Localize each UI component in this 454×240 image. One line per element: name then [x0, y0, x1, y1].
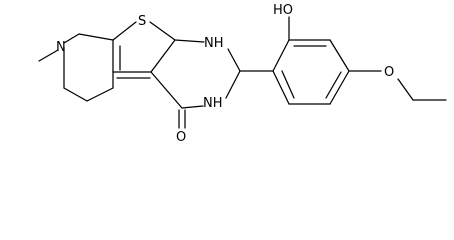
ether-oxygen-label: O — [384, 65, 394, 80]
carbonyl-oxygen-label: O — [176, 130, 186, 145]
bond-ph4-ph5 — [329, 70, 350, 105]
bond-ph-double-c — [281, 70, 295, 99]
bond-c4-c4a — [150, 71, 183, 109]
hydroxyl-label: HO — [273, 3, 293, 18]
nh-bottom-label: NH — [203, 96, 223, 111]
bond-ph3-ph4 — [329, 39, 350, 72]
bond-nh-bottom-c4 — [181, 105, 204, 109]
bond-o-ch2 — [397, 78, 414, 101]
bond-c7a-s — [112, 21, 137, 41]
bond-c8a-c4a — [150, 39, 176, 73]
nh-top-label: NH — [204, 36, 224, 51]
bond-c7-thio — [78, 33, 114, 41]
bond-c5-c4 — [63, 87, 88, 102]
chemical-structure: S NH NH N O HO O — [38, 3, 447, 145]
bond-c8a-nh-top — [174, 39, 205, 43]
bond-ph-double-b — [325, 71, 342, 99]
bond-ph6-ph1 — [272, 70, 290, 105]
n-methyl-label: N — [56, 40, 66, 55]
bond-c2-nh-bottom — [225, 70, 241, 99]
bond-n-methyl — [38, 49, 59, 62]
bond-c7-n — [63, 33, 80, 44]
bond-ph1-ph2 — [272, 39, 290, 72]
atom-labels: S NH NH N O HO O — [56, 3, 394, 145]
sulfur-label: S — [138, 14, 146, 29]
bond-s-c8a — [149, 21, 176, 41]
bond-c4-ring — [86, 87, 114, 102]
bonds — [38, 16, 447, 129]
bond-nh-top-c2 — [227, 48, 241, 72]
